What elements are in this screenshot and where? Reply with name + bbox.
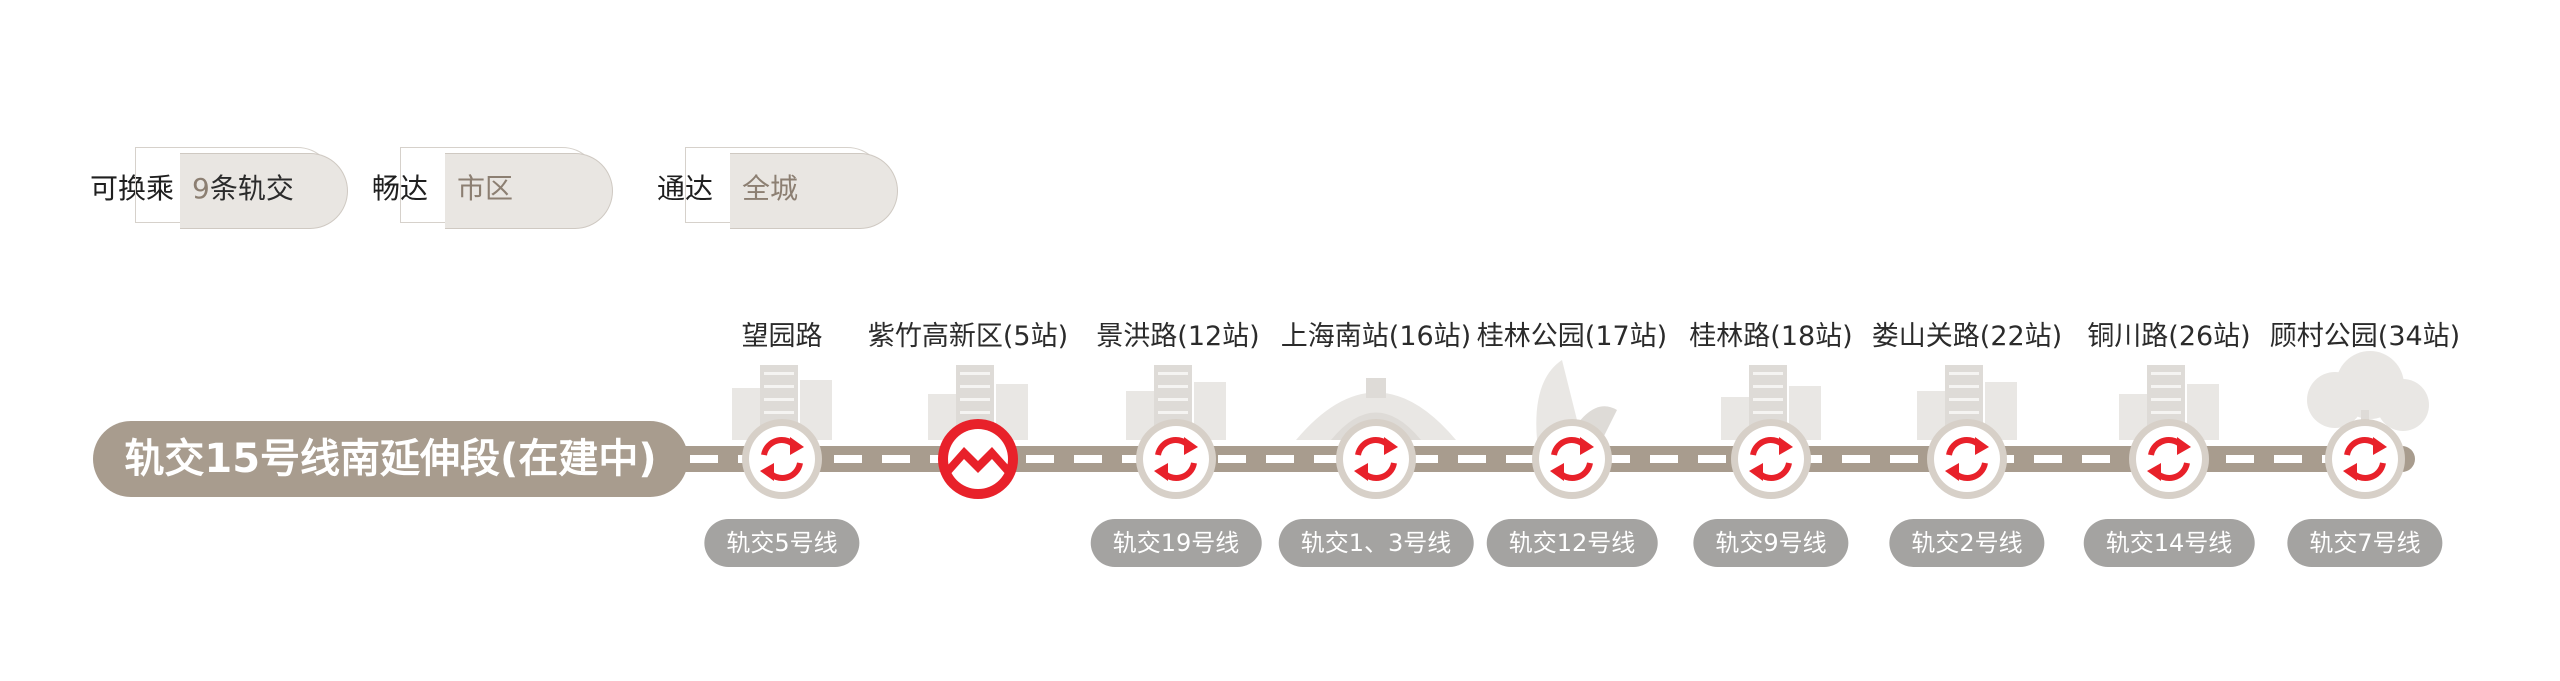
station-name: 桂林公园(17站): [1476, 321, 1668, 352]
station-name: 紫竹高新区(5站): [867, 321, 1069, 352]
transfer-line-badge: 轨交7号线: [2287, 519, 2443, 567]
transfer-line-badge: 轨交14号线: [2083, 519, 2255, 567]
transfer-icon: [1539, 426, 1605, 492]
transfer-arrowhead-bottom: [1154, 463, 1168, 481]
station-name: 铜川路(26站): [2087, 321, 2251, 352]
station-name: 望园路: [741, 321, 823, 352]
transfer-line-badge: 轨交9号线: [1693, 519, 1849, 567]
silhouette-shape: [1949, 385, 1979, 388]
station-name: 桂林路(18站): [1689, 321, 1853, 352]
transfer-arrowhead-bottom: [1749, 463, 1763, 481]
silhouette-shape: [1158, 372, 1188, 375]
station-name: 顾村公园(34站): [2269, 321, 2461, 352]
metro-logo-m: [948, 447, 1008, 477]
transfer-line-badge: 轨交1、3号线: [1278, 519, 1474, 567]
transfer-icon: [1738, 426, 1804, 492]
transfer-icon: [749, 426, 815, 492]
transfer-arrowhead-bottom: [2147, 463, 2161, 481]
silhouette-shape: [1949, 411, 1979, 414]
silhouette-shape: [764, 385, 794, 388]
silhouette-shape: [1949, 372, 1979, 375]
silhouette-shape: [1158, 398, 1188, 401]
silhouette-shape: [2377, 379, 2429, 431]
silhouette-shape: [764, 398, 794, 401]
transfer-arrowhead-bottom: [1550, 463, 1564, 481]
transfer-icon: [2332, 426, 2398, 492]
silhouette-shape: [2151, 385, 2181, 388]
info-pill-value-accent: 市区: [457, 172, 514, 205]
silhouette-shape: [1158, 411, 1188, 414]
info-pill-value: 市区: [457, 167, 513, 207]
transfer-arrowhead-bottom: [760, 463, 774, 481]
metro-logo-inner: [948, 429, 1008, 489]
transfer-arrowhead-bottom: [2343, 463, 2357, 481]
info-pill-value-accent: 9: [192, 172, 210, 205]
pill-fill: [730, 153, 898, 229]
transfer-arrowhead-top: [1580, 437, 1594, 455]
transfer-icon: [1934, 426, 2000, 492]
station-name: 上海南站(16站): [1280, 321, 1472, 352]
silhouette-shape: [1366, 378, 1386, 398]
transfer-arrowhead-top: [2177, 437, 2191, 455]
info-pill-value: 全城: [742, 167, 798, 207]
silhouette-shape: [1753, 398, 1783, 401]
info-pill-value-accent: 全城: [742, 172, 799, 205]
transfer-arrowhead-top: [2373, 437, 2387, 455]
transfer-arrowhead-bottom: [1354, 463, 1368, 481]
line-title-badge: 轨交15号线南延伸段(在建中): [93, 421, 688, 497]
info-pill-citywide: 通达 全城: [657, 147, 917, 233]
transfer-line-badge: 轨交2号线: [1889, 519, 2045, 567]
transfer-icon: [2136, 426, 2202, 492]
transfer-icon: [1143, 426, 1209, 492]
transfer-icon: [1343, 426, 1409, 492]
transfer-line-badge: 轨交5号线: [704, 519, 860, 567]
silhouette-shape: [960, 411, 990, 414]
silhouette-shape: [2151, 372, 2181, 375]
silhouette-shape: [960, 398, 990, 401]
transfer-line-badge: 轨交19号线: [1090, 519, 1262, 567]
transfer-arrowhead-top: [1384, 437, 1398, 455]
silhouette-shape: [1158, 385, 1188, 388]
transfer-line-badge: 轨交12号线: [1486, 519, 1658, 567]
silhouette-shape: [1753, 372, 1783, 375]
info-pill-value: 9条轨交: [192, 167, 294, 207]
transfer-arrowhead-bottom: [1945, 463, 1959, 481]
silhouette-shape: [1753, 411, 1783, 414]
transfer-arrowhead-top: [1184, 437, 1198, 455]
silhouette-shape: [764, 411, 794, 414]
info-pill-downtown: 畅达 市区: [372, 147, 632, 233]
pill-fill: [445, 153, 613, 229]
station-name: 景洪路(12站): [1096, 321, 1260, 352]
silhouette-shape: [960, 385, 990, 388]
silhouette-shape: [2151, 398, 2181, 401]
silhouette-shape: [1949, 398, 1979, 401]
transfer-arrowhead-top: [1779, 437, 1793, 455]
info-pill-value-rest: 条轨交: [209, 172, 294, 205]
silhouette-shape: [1753, 385, 1783, 388]
pill-fill: [180, 153, 348, 229]
silhouette-shape: [764, 372, 794, 375]
silhouette-shape: [2151, 411, 2181, 414]
transfer-arrowhead-top: [790, 437, 804, 455]
transfer-arrowhead-top: [1975, 437, 1989, 455]
silhouette-shape: [960, 372, 990, 375]
info-pill-transfer: 可换乘 9条轨交: [90, 147, 350, 233]
station-name: 娄山关路(22站): [1871, 321, 2063, 352]
